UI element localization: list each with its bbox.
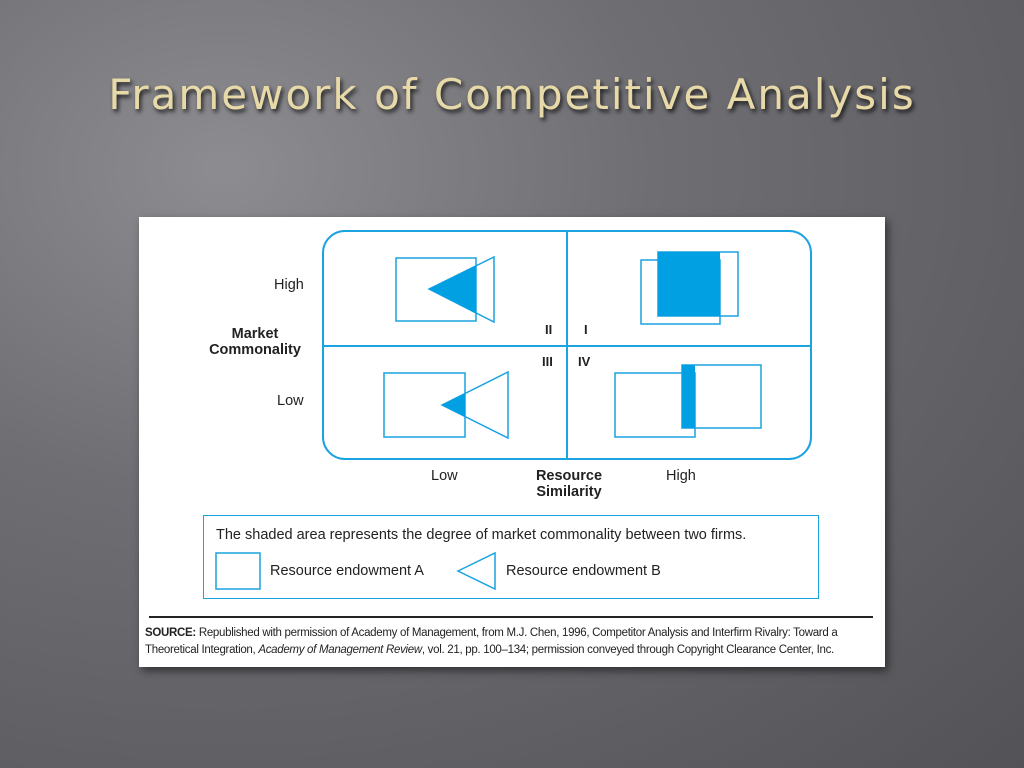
overlap-shaded bbox=[658, 252, 720, 316]
quadrant-4-label: IV bbox=[578, 354, 591, 369]
source-text-1: Republished with permission of Academy o… bbox=[145, 627, 838, 656]
quadrant-1-shapes bbox=[640, 251, 739, 325]
y-axis-label: Market Commonality bbox=[199, 326, 311, 358]
x-axis-label-line2: Similarity bbox=[536, 484, 602, 500]
overlap-shaded bbox=[429, 265, 476, 314]
source-divider bbox=[149, 616, 873, 618]
quadrant-2-label: II bbox=[545, 322, 553, 337]
x-axis-label: Resource Similarity bbox=[519, 468, 619, 500]
quadrant-1-label: I bbox=[584, 322, 588, 337]
y-axis-high: High bbox=[274, 277, 304, 293]
legend-item-b: Resource endowment B bbox=[506, 563, 661, 579]
legend-rect-icon bbox=[215, 552, 261, 590]
y-axis-label-line2: Commonality bbox=[209, 342, 301, 358]
quadrant-diagram bbox=[215, 230, 812, 591]
resource-b-triangle bbox=[440, 370, 509, 440]
legend-triangle-icon bbox=[456, 551, 496, 591]
slide-title: Framework of Competitive Analysis bbox=[108, 70, 916, 119]
y-axis-low: Low bbox=[277, 393, 304, 409]
overlap-shaded bbox=[682, 365, 695, 428]
legend-box bbox=[203, 515, 819, 599]
quadrant-3-shapes bbox=[383, 370, 509, 440]
x-axis-low: Low bbox=[431, 468, 458, 484]
framework-figure: High Market Commonality Low II I III IV … bbox=[139, 217, 885, 667]
quadrant-2-shapes bbox=[395, 255, 495, 324]
y-axis-label-line1: Market bbox=[231, 326, 279, 342]
source-journal: Academy of Management Review bbox=[258, 644, 422, 656]
source-text-2: , vol. 21, pp. 100–134; permission conve… bbox=[421, 644, 834, 656]
quadrant-4-shapes bbox=[614, 364, 762, 438]
overlap-shaded bbox=[442, 393, 465, 417]
legend-text: The shaded area represents the degree of… bbox=[216, 527, 747, 543]
x-axis-label-line1: Resource bbox=[535, 468, 603, 484]
x-axis-high: High bbox=[666, 468, 696, 484]
source-label: SOURCE: bbox=[145, 627, 196, 639]
source-note: SOURCE: Republished with permission of A… bbox=[145, 625, 875, 659]
quadrant-3-label: III bbox=[542, 354, 553, 369]
legend-item-a: Resource endowment A bbox=[270, 563, 424, 579]
